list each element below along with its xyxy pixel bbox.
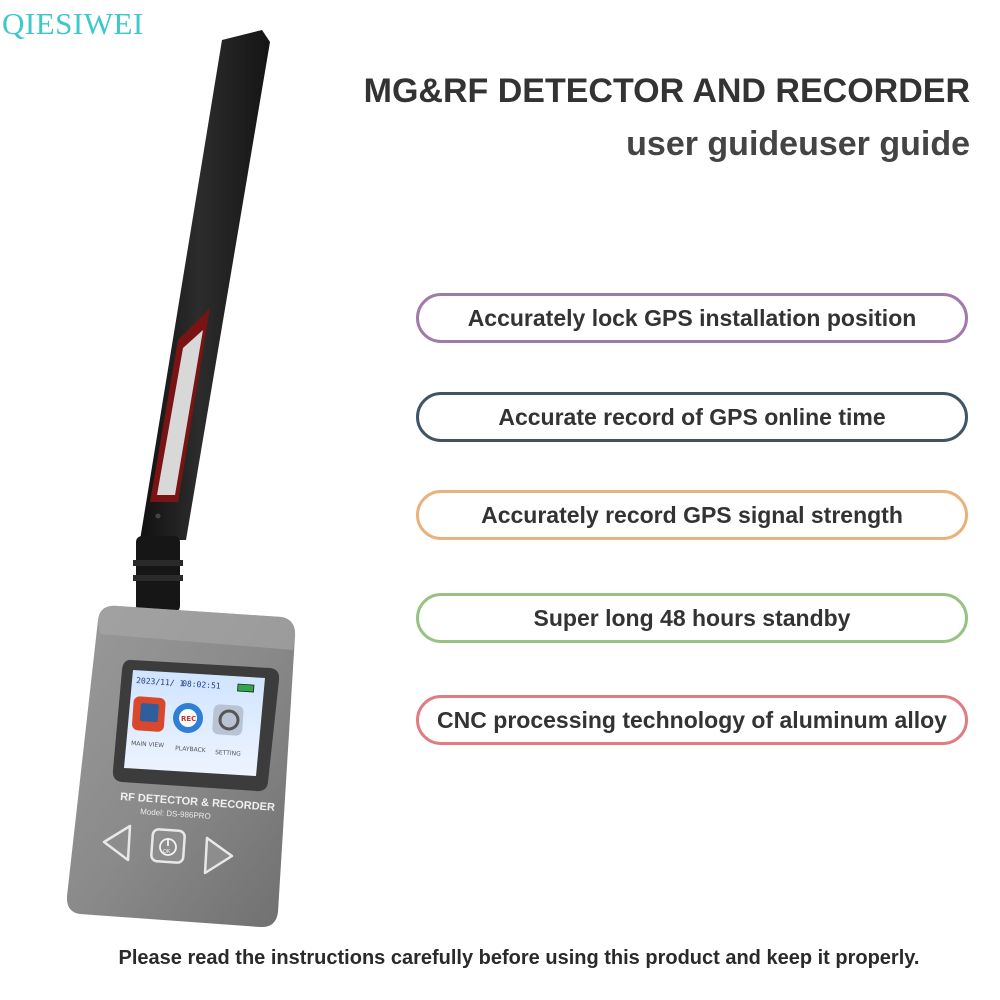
- left-arrow-button[interactable]: [102, 824, 132, 862]
- feature-pill-online-time: Accurate record of GPS online time: [416, 392, 968, 442]
- screen-time: 08:02:51: [182, 679, 221, 691]
- feature-pill-signal-strength: Accurately record GPS signal strength: [416, 490, 968, 540]
- feature-pill-standby: Super long 48 hours standby: [416, 593, 968, 643]
- page-subtitle: user guideuser guide: [626, 125, 970, 163]
- menu-item-playback: PLAYBACK: [175, 745, 207, 754]
- feature-pill-cnc-aluminum: CNC processing technology of aluminum al…: [416, 695, 968, 745]
- brand-logo-text: QIESIWEI: [2, 6, 144, 41]
- menu-item-setting: SETTING: [215, 749, 242, 758]
- svg-text:REC: REC: [181, 715, 196, 723]
- screen-date: 2023/11/ 1: [136, 676, 185, 688]
- footer-instructions: Please read the instructions carefully b…: [118, 947, 920, 969]
- antenna: [133, 30, 270, 612]
- device-body: [66, 605, 296, 928]
- battery-icon: [237, 683, 255, 693]
- right-arrow-button[interactable]: [203, 836, 234, 875]
- device-screen: 2023/11/ 1 08:02:51 REC MAIN VIEW PLAYBA…: [131, 676, 255, 758]
- feature-pill-gps-position: Accurately lock GPS installation positio…: [416, 293, 968, 343]
- ok-label: OK: [163, 849, 171, 855]
- ok-power-button[interactable]: OK: [150, 828, 186, 864]
- page-title: MG&RF DETECTOR AND RECORDER: [363, 72, 970, 110]
- menu-item-main-view: MAIN VIEW: [131, 740, 165, 749]
